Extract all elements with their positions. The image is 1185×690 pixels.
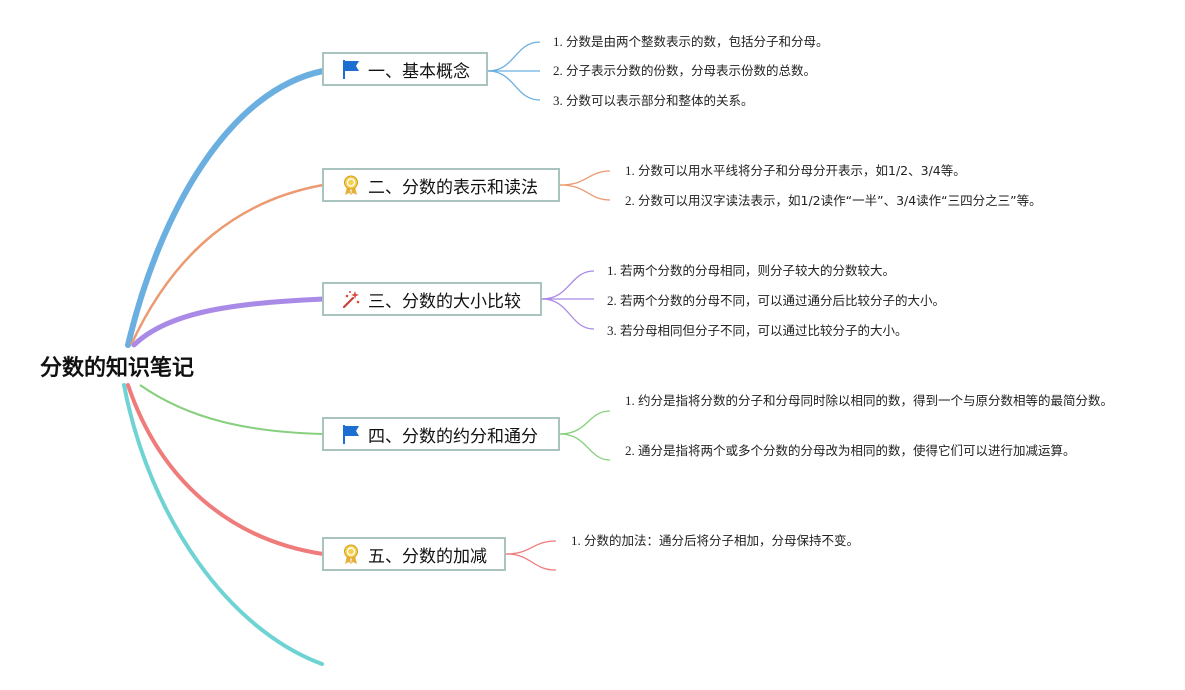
topic-1-connectors: [487, 41, 541, 101]
topic-3-connectors: [541, 270, 595, 330]
list-item: 2. 分数可以用汉字读法表示，如1/2读作“一半”、3/4读作“三四分之三”等。: [625, 193, 1042, 208]
branch-line-6: [122, 383, 324, 666]
branch-line-1: [125, 68, 326, 348]
branch-line-4: [139, 384, 324, 435]
list-item: 1. 分数可以用水平线将分子和分母分开表示，如1/2、3/4等。: [625, 163, 966, 178]
list-item: 1. 分数是由两个整数表示的数，包括分子和分母。: [553, 34, 829, 49]
topic-label: 四、分数的约分和通分: [368, 426, 538, 447]
list-item: 1. 若两个分数的分母相同，则分子较大的分数较大。: [607, 263, 896, 278]
topic-label: 三、分数的大小比较: [368, 291, 521, 312]
list-item: 3. 分数可以表示部分和整体的关系。: [553, 93, 754, 108]
branch-line-2: [129, 183, 324, 346]
topic-label: 二、分数的表示和读法: [368, 177, 538, 198]
branch-line-3: [131, 296, 326, 348]
list-item: 3. 若分母相同但分子不同，可以通过比较分子的大小。: [607, 323, 908, 338]
topic-node-1[interactable]: 一、基本概念: [322, 52, 488, 86]
topic-5-connectors: [505, 540, 557, 571]
topic-2-connectors: [559, 170, 611, 201]
topic-node-2[interactable]: 二、分数的表示和读法: [322, 168, 560, 202]
topic-label: 五、分数的加减: [368, 546, 487, 567]
flag-icon: [340, 58, 362, 80]
list-item: 2. 通分是指将两个或多个分数的分母改为相同的数，使得它们可以进行加减运算。: [625, 443, 1076, 458]
topic-node-4[interactable]: 四、分数的约分和通分: [322, 417, 560, 451]
topic-node-5[interactable]: 五、分数的加减: [322, 537, 506, 571]
topic-4-connectors: [559, 410, 611, 461]
topic-node-3[interactable]: 三、分数的大小比较: [322, 282, 542, 316]
list-item: 2. 若两个分数的分母不同，可以通过通分后比较分子的大小。: [607, 293, 946, 308]
list-item: 2. 分子表示分数的份数，分母表示份数的总数。: [553, 63, 817, 78]
sparkle-icon: [340, 288, 362, 310]
branch-line-5: [126, 383, 325, 556]
list-item: 1. 分数的加法：通分后将分子相加，分母保持不变。: [571, 533, 860, 548]
award-icon: [340, 543, 362, 565]
flag-icon: [340, 423, 362, 445]
topic-label: 一、基本概念: [368, 61, 470, 82]
award-icon: [340, 174, 362, 196]
list-item: 1. 约分是指将分数的分子和分母同时除以相同的数，得到一个与原分数相等的最简分数…: [625, 393, 1114, 408]
root-title: 分数的知识笔记: [40, 356, 195, 381]
